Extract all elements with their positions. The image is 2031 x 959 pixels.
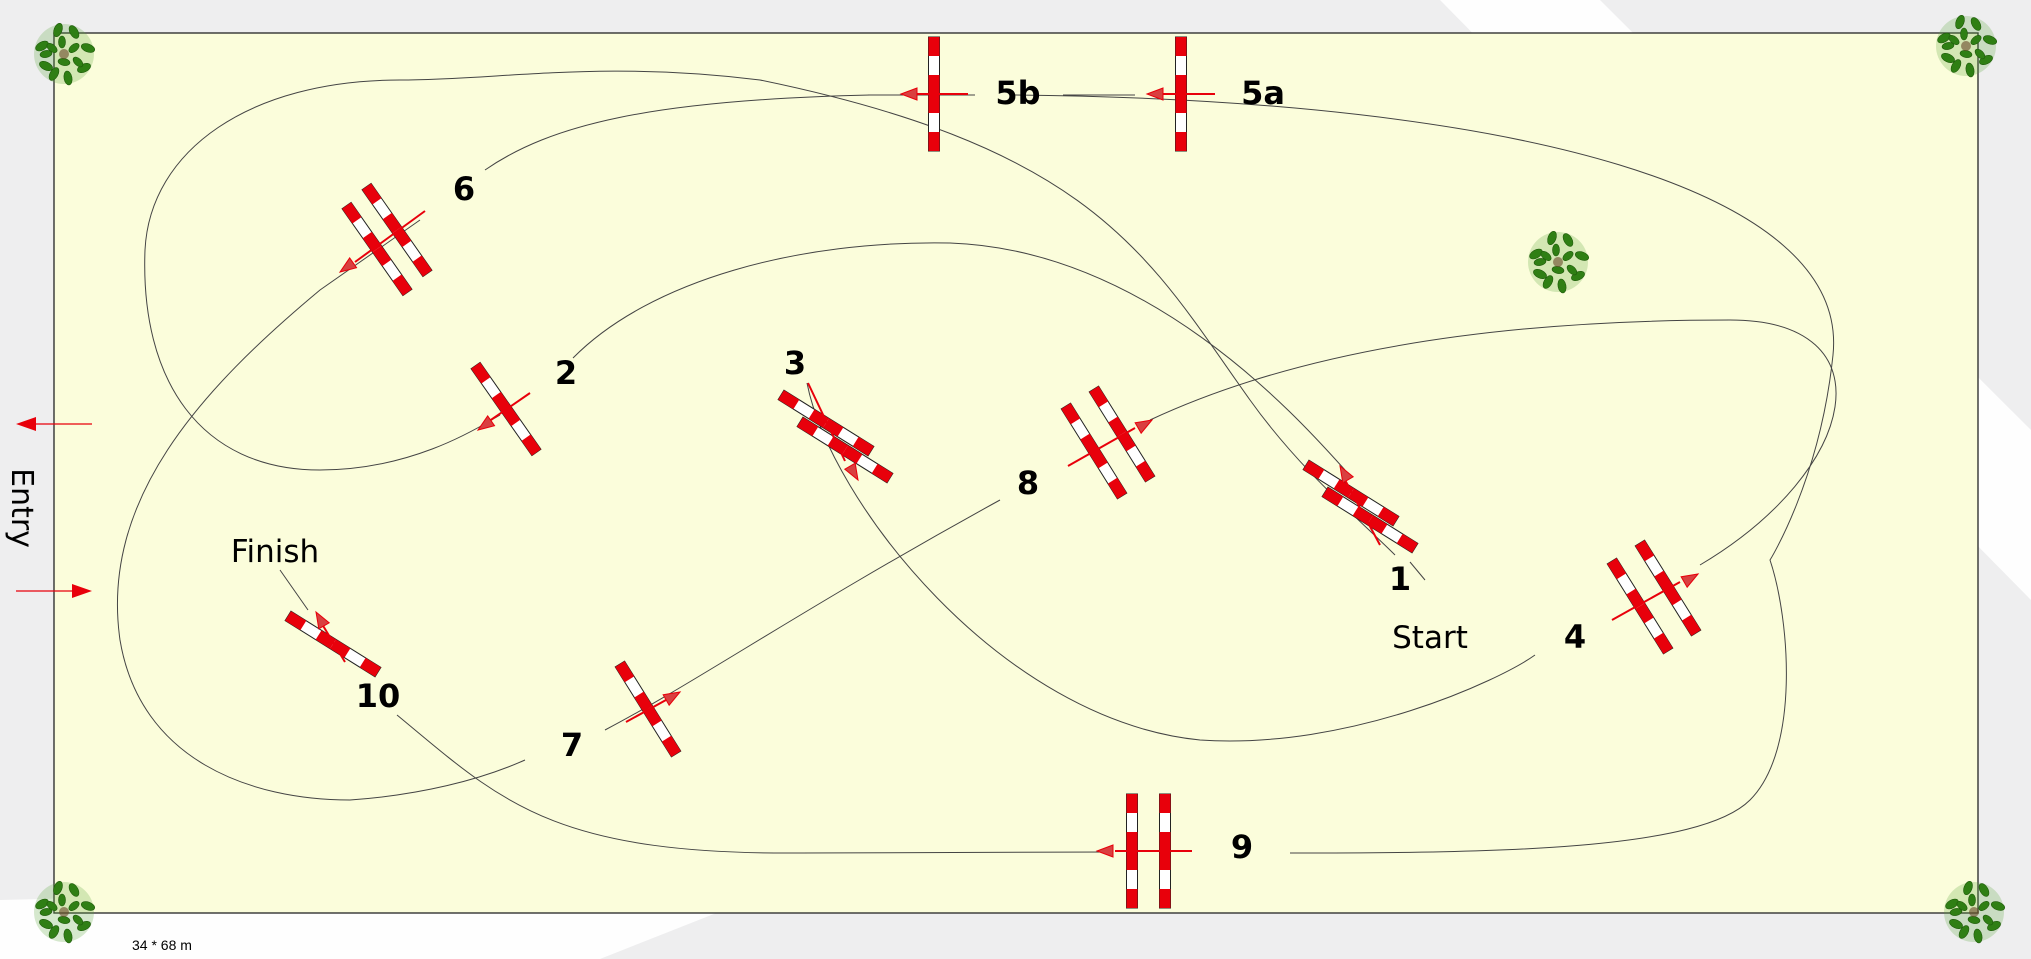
jump-6-label: 6 (453, 170, 475, 208)
jump-4: 4 (1564, 539, 1702, 656)
entry-marker: Entry (4, 417, 92, 598)
jump-1-label: 1 (1389, 560, 1411, 598)
jump-5a-label: 5a (1241, 74, 1285, 112)
jump-7-label: 7 (561, 726, 583, 764)
arena (53, 32, 1979, 914)
course-track (116, 70, 1837, 854)
jump-9-label: 9 (1231, 828, 1253, 866)
jump-8-label: 8 (1017, 464, 1039, 502)
jump-3-label: 3 (784, 344, 806, 382)
jump-4-label: 4 (1564, 618, 1586, 656)
jump-5a: 5a (1146, 36, 1285, 152)
jump-2: 2 (470, 354, 577, 457)
jump-5b-label: 5b (995, 74, 1040, 112)
jump-5b: 5b (900, 36, 1041, 152)
start-label: Start (1392, 620, 1468, 656)
jump-6: 6 (336, 170, 475, 297)
jump-10-label: 10 (356, 677, 401, 715)
jump-10: 10 Finish (231, 534, 400, 715)
entry-label: Entry (4, 468, 39, 548)
jump-9: 9 (1096, 793, 1253, 909)
arena-size-label: 34 * 68 m (132, 937, 192, 953)
jump-8: 8 (1017, 385, 1156, 502)
jump-3: 3 (777, 344, 894, 484)
jump-1: 1 Start (1302, 459, 1468, 656)
jump-7: 7 (561, 660, 684, 764)
jump-2-label: 2 (555, 354, 577, 392)
finish-label: Finish (231, 534, 319, 570)
